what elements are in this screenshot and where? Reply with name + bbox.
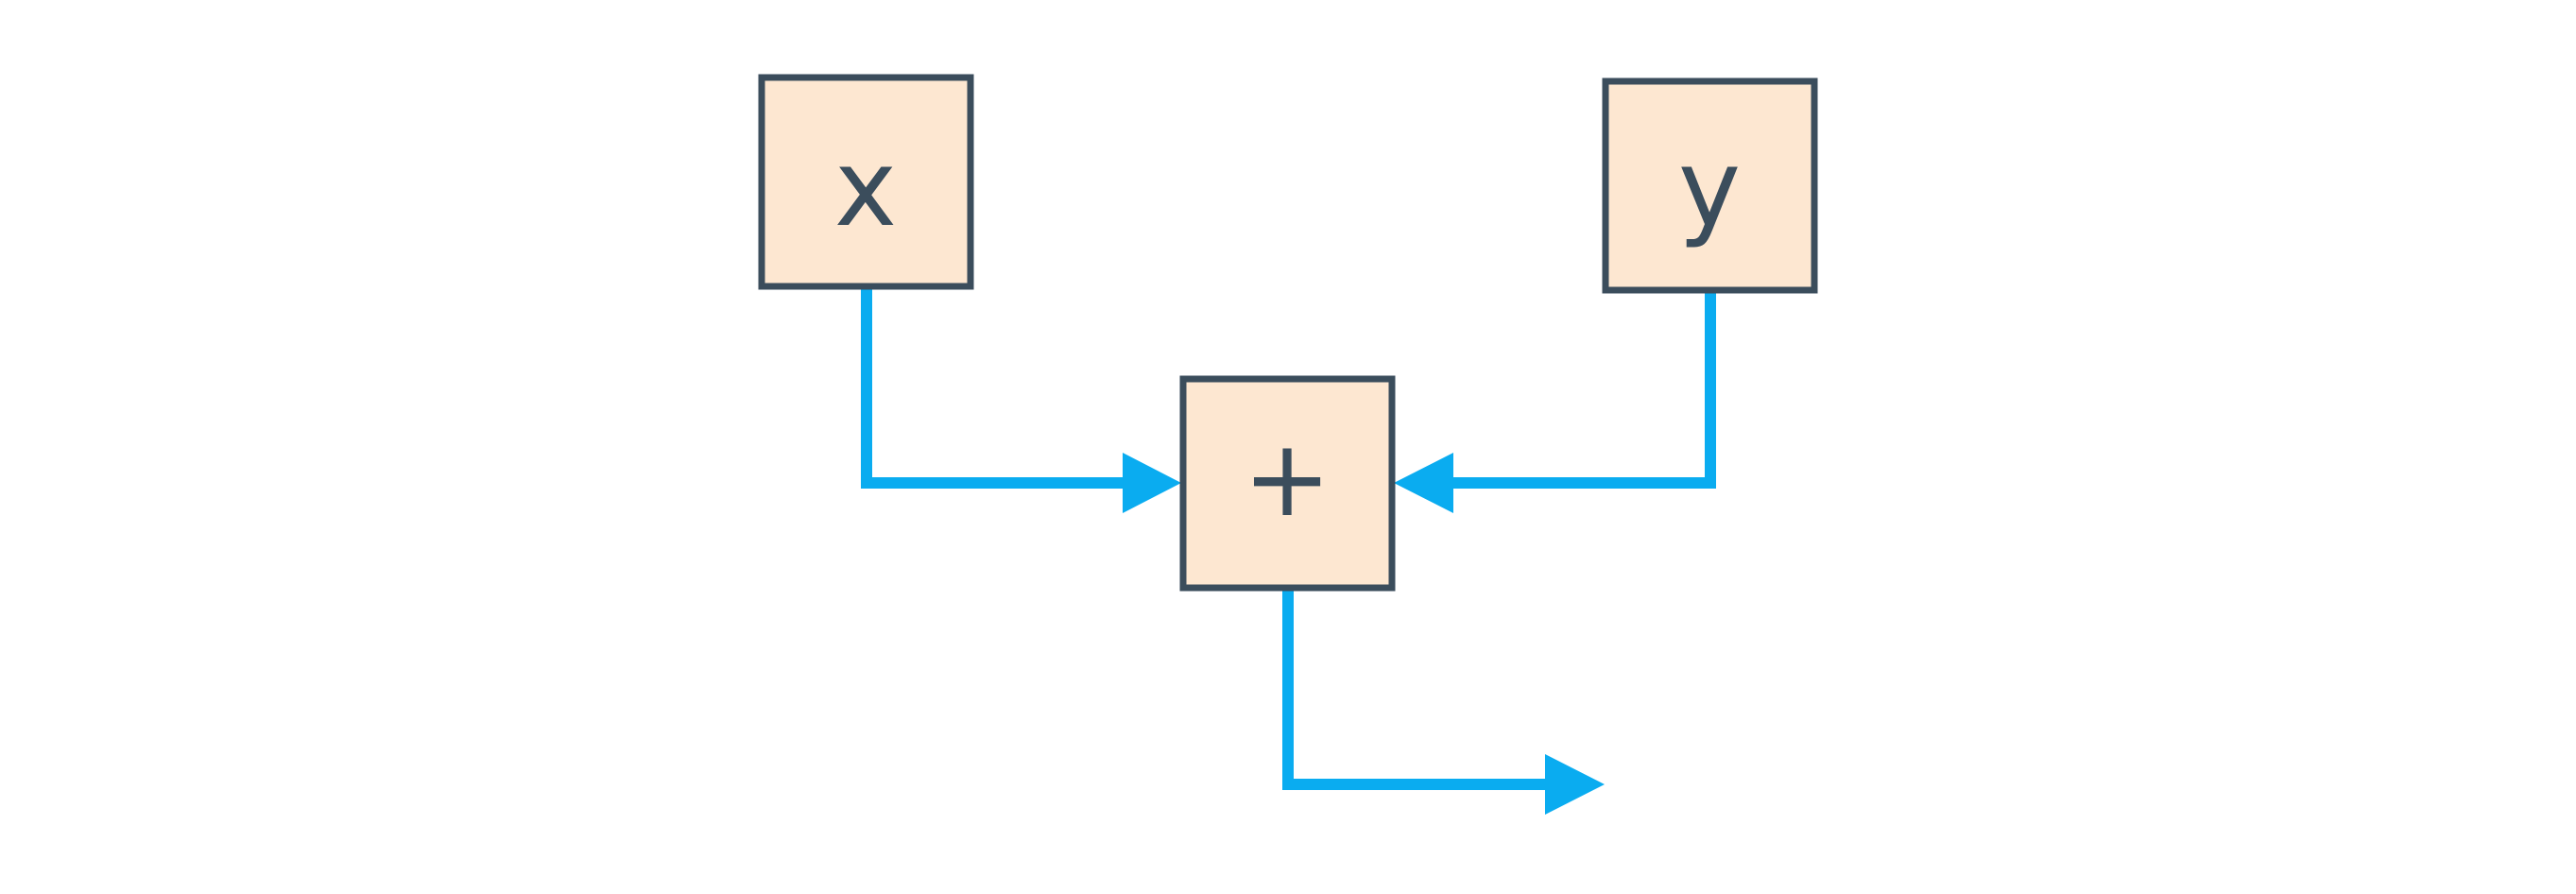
node-add: + [1179, 375, 1396, 592]
edge-add-to-output-arrowhead [1545, 754, 1605, 815]
edge-add-to-output [1282, 586, 1550, 790]
node-y: y [1602, 77, 1818, 294]
node-y-box [1602, 77, 1818, 294]
node-y-label: y [1678, 128, 1741, 250]
node-add-label: + [1243, 418, 1331, 541]
node-x: x [758, 74, 974, 290]
node-x-box [758, 74, 974, 290]
edge-y-to-add-arrowhead [1394, 453, 1453, 513]
edge-x-to-add [861, 285, 1129, 489]
node-add-box [1179, 375, 1396, 592]
edges [861, 285, 1716, 815]
node-x-label: x [834, 128, 897, 250]
edge-x-to-add-arrowhead [1123, 453, 1181, 513]
edge-y-to-add [1448, 289, 1716, 489]
